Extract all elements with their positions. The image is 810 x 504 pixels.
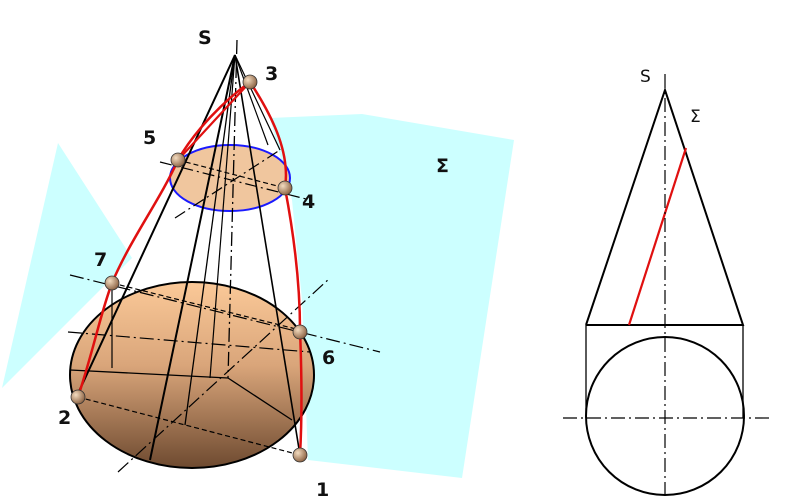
chord-dashed-1 (77, 396, 301, 456)
cone-3d-view: S Σ 1 2 3 4 5 6 7 (2, 27, 514, 501)
cutting-plane-left (2, 143, 132, 388)
section-chord-red (177, 81, 251, 161)
plane-label: Σ (436, 155, 449, 177)
projection-plane-label: Σ (690, 107, 701, 127)
point-5 (170, 152, 186, 168)
base-radius-2 (227, 377, 293, 421)
point-4 (277, 180, 293, 196)
point-label-3: 3 (265, 63, 278, 85)
cutting-plane-right (270, 114, 514, 478)
point-3 (242, 74, 258, 90)
generator-inner-2 (184, 54, 236, 426)
chord-dashed-2 (111, 282, 301, 331)
point-7 (104, 275, 120, 291)
generator-inner-5 (234, 54, 269, 146)
base-radius-1 (69, 369, 229, 379)
apex-label: S (198, 27, 212, 49)
point-6 (292, 324, 308, 340)
projection-apex-label: S (640, 67, 651, 87)
point-label-7: 7 (94, 249, 107, 271)
point-label-5: 5 (143, 127, 156, 149)
generator-inner-3 (209, 54, 236, 379)
upper-axis-1 (159, 161, 311, 201)
chord-dashed-3 (177, 159, 286, 189)
point-label-2: 2 (58, 407, 71, 429)
upper-axis-2 (174, 149, 281, 219)
generator-left (74, 54, 236, 401)
point-2 (70, 389, 86, 405)
point-1 (292, 447, 308, 463)
generator-right (234, 54, 301, 456)
base-axis-3 (67, 331, 311, 353)
point-label-6: 6 (322, 347, 335, 369)
generator-inner-4 (234, 54, 281, 151)
point-label-4: 4 (302, 191, 315, 213)
generator-inner-1 (149, 54, 236, 461)
plane-trace (627, 147, 688, 326)
base-axis-1 (69, 274, 381, 353)
orthographic-projection: S Σ (563, 67, 773, 498)
point-label-1: 1 (316, 479, 329, 499)
